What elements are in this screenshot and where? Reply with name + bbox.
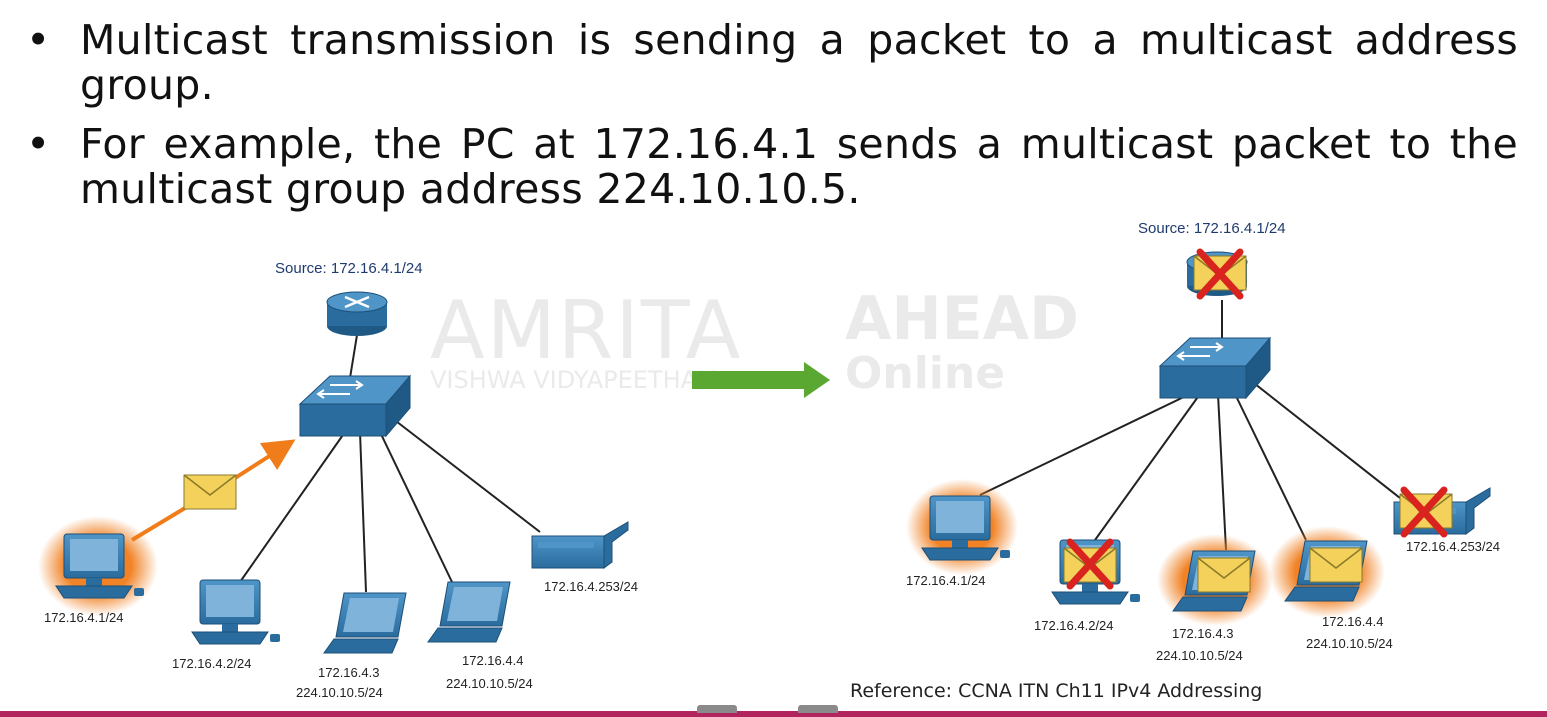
right-pc2 (1051, 540, 1141, 605)
transition-arrow-icon (692, 362, 830, 398)
bullet-1: • Multicast transmission is sending a pa… (26, 18, 1518, 108)
left-laptop4-ip: 172.16.4.4 (462, 653, 523, 668)
bullet-1-line-1: Multicast transmission is sending a pack… (80, 16, 1518, 64)
right-pc1 (906, 479, 1018, 575)
reference-caption: Reference: CCNA ITN Ch11 IPv4 Addressing (850, 680, 1263, 702)
left-laptop4-group: 224.10.10.5/24 (446, 676, 533, 691)
right-printer (1393, 488, 1491, 534)
right-laptop4 (1269, 526, 1385, 618)
left-source-label: Source: 172.16.4.1/24 (275, 260, 423, 277)
right-laptop4-ip: 172.16.4.4 (1322, 614, 1383, 629)
right-printer-label: 172.16.4.253/24 (1406, 539, 1500, 554)
right-switch-icon (1159, 337, 1271, 399)
watermark-sub: VISHWA VIDYAPEETHAM (430, 366, 718, 394)
left-envelope-icon (183, 474, 237, 510)
watermark-right-top: AHEAD (845, 284, 1079, 354)
right-router (1185, 252, 1249, 296)
bullet-2-line-1: For example, the PC at 172.16.4.1 sends … (80, 120, 1518, 168)
left-links (130, 334, 541, 593)
right-laptop3-group: 224.10.10.5/24 (1156, 648, 1243, 663)
bullet-1-line-2: group. (80, 61, 214, 109)
right-laptop3 (1157, 534, 1273, 626)
left-switch-icon (299, 375, 411, 437)
bullet-2-line-2: multicast group address 224.10.10.5. (80, 165, 861, 213)
left-router-icon (325, 290, 389, 338)
left-diagram: Source: 172.16.4.1/24 172.16.4.1/24 172.… (38, 260, 638, 700)
left-laptop3-icon (323, 592, 407, 654)
bullet-2: • For example, the PC at 172.16.4.1 send… (26, 122, 1518, 212)
bullet-list: • Multicast transmission is sending a pa… (26, 18, 1518, 226)
right-laptop4-envelope-icon (1309, 547, 1363, 583)
left-laptop3-ip: 172.16.4.3 (318, 665, 379, 680)
bullet-dot: • (26, 16, 51, 64)
left-printer-icon (531, 521, 629, 569)
right-laptop4-group: 224.10.10.5/24 (1306, 636, 1393, 651)
right-laptop3-envelope-icon (1197, 557, 1251, 593)
right-diagram: Source: 172.16.4.1/24 172.16.4.1/24 172.… (906, 220, 1500, 663)
slide-nav-tab-left[interactable] (697, 705, 737, 713)
watermark-right-bottom: Online (845, 348, 1006, 399)
left-laptop4-icon (427, 581, 511, 643)
right-pc1-label: 172.16.4.1/24 (906, 573, 986, 588)
left-laptop3-group: 224.10.10.5/24 (296, 685, 383, 700)
watermark-brand: AMRITA (430, 284, 743, 377)
left-pc2-label: 172.16.4.2/24 (172, 656, 252, 671)
left-pc2-icon (191, 579, 281, 645)
left-pc1-label: 172.16.4.1/24 (44, 610, 124, 625)
right-pc2-label: 172.16.4.2/24 (1034, 618, 1114, 633)
bullet-dot: • (26, 120, 51, 168)
left-pc1 (38, 516, 158, 616)
left-printer-label: 172.16.4.253/24 (544, 579, 638, 594)
bottom-accent-bar (0, 711, 1547, 717)
right-laptop3-ip: 172.16.4.3 (1172, 626, 1233, 641)
right-source-label: Source: 172.16.4.1/24 (1138, 220, 1286, 237)
right-links (979, 300, 1401, 551)
slide-nav-tab-right[interactable] (798, 705, 838, 713)
